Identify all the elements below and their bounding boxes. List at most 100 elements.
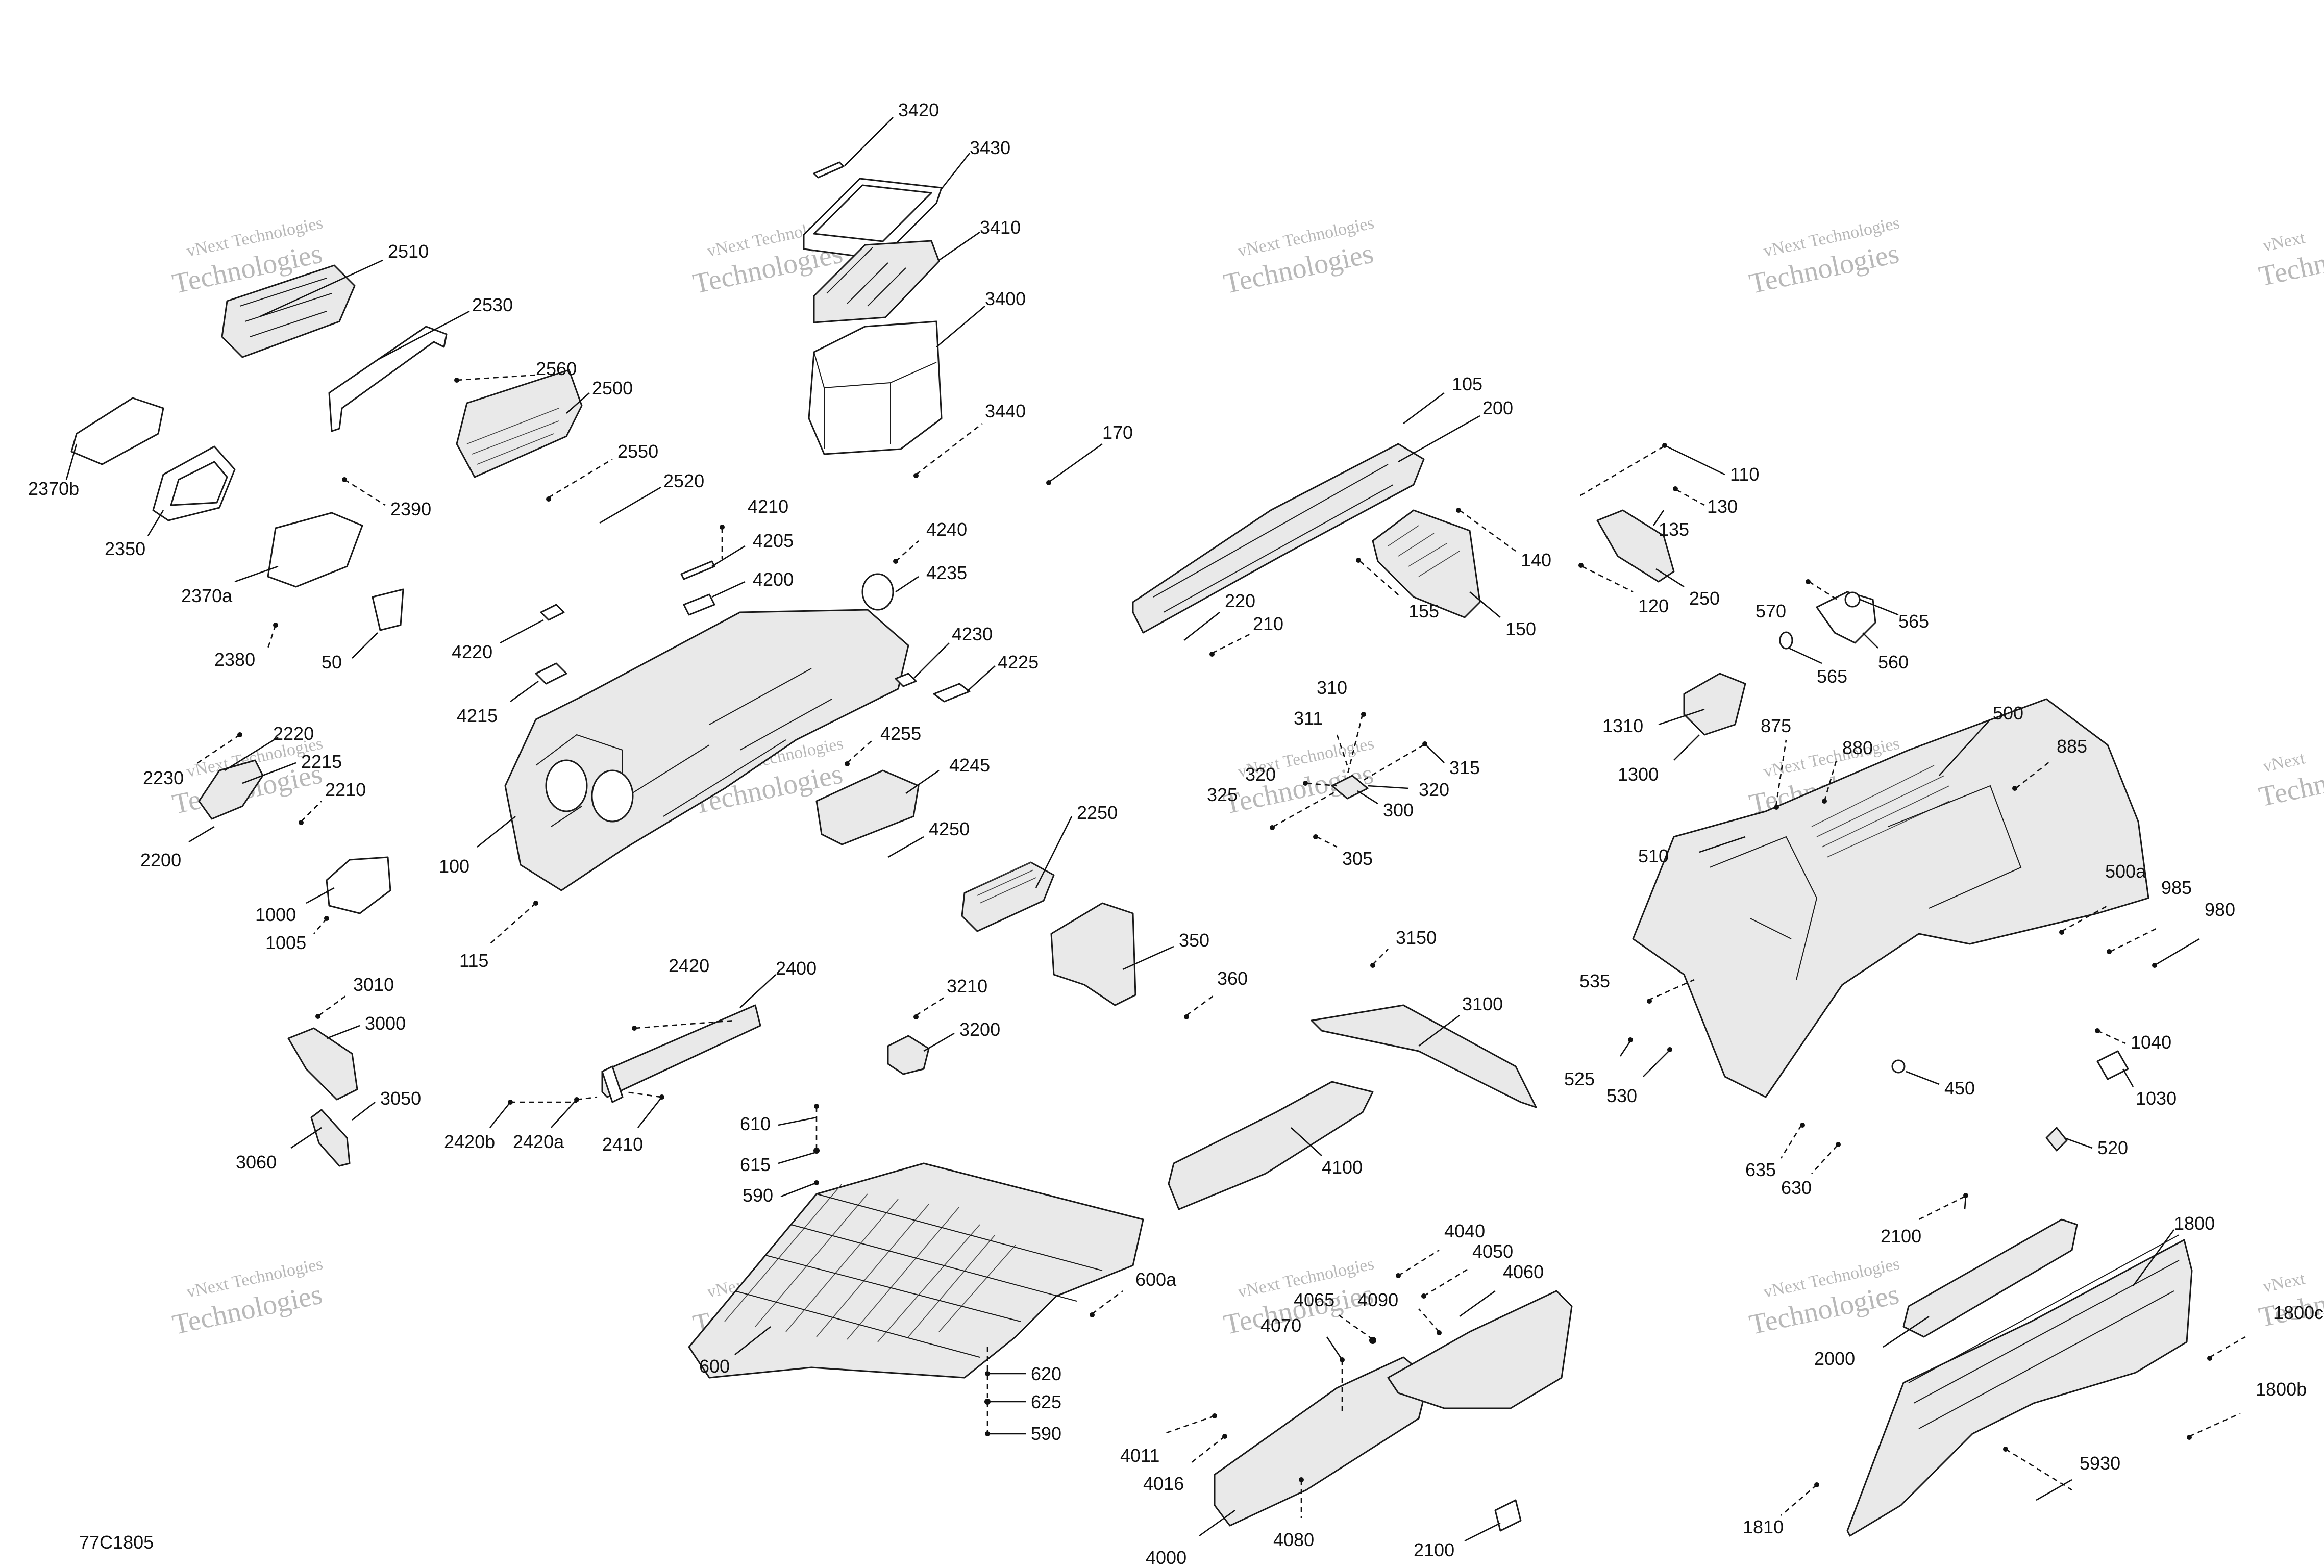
callout-135[interactable]: 135 [1659,519,1689,540]
part-3400-box[interactable] [808,320,943,455]
callout-305[interactable]: 305 [1342,848,1373,869]
part-4225-clip[interactable] [933,683,971,703]
callout-500a[interactable]: 500a [2105,861,2146,882]
callout-620[interactable]: 620 [1031,1363,1061,1384]
callout-4235[interactable]: 4235 [926,562,967,583]
callout-3430[interactable]: 3430 [970,137,1010,158]
callout-130[interactable]: 130 [1707,496,1738,517]
part-4235-vent[interactable] [861,573,894,611]
callout-2000[interactable]: 2000 [1814,1348,1855,1369]
part-2000-rail[interactable] [1902,1218,2078,1338]
callout-2100b[interactable]: 2100 [1881,1226,1921,1247]
part-520-clip[interactable] [2045,1127,2068,1152]
callout-220[interactable]: 220 [1225,590,1255,611]
callout-5930[interactable]: 5930 [2080,1453,2120,1474]
part-2370b-cover[interactable] [70,397,164,465]
callout-600[interactable]: 600 [699,1356,730,1377]
callout-2220[interactable]: 2220 [273,723,314,744]
callout-630[interactable]: 630 [1781,1177,1812,1198]
part-2400-beam[interactable] [601,1004,761,1098]
part-4000-channel[interactable] [1214,1356,1430,1527]
callout-565a[interactable]: 565 [1898,611,1929,632]
part-1800-panel[interactable] [1846,1239,2193,1537]
callout-4210[interactable]: 4210 [748,496,788,517]
part-4215-clip[interactable] [535,662,567,685]
part-560-housing[interactable] [1816,591,1876,644]
callout-570[interactable]: 570 [1756,601,1786,621]
callout-2370b[interactable]: 2370b [28,478,79,499]
callout-4230[interactable]: 4230 [952,624,993,644]
callout-4060[interactable]: 4060 [1503,1261,1544,1282]
part-2370a-bin[interactable] [267,512,363,588]
callout-3420[interactable]: 3420 [898,99,939,120]
callout-4200[interactable]: 4200 [753,569,794,590]
part-3420-latch[interactable] [813,161,845,179]
callout-105[interactable]: 105 [1452,374,1482,394]
callout-4090[interactable]: 4090 [1357,1289,1398,1310]
callout-2230[interactable]: 2230 [143,767,184,788]
callout-525[interactable]: 525 [1564,1068,1595,1089]
callout-1800c[interactable]: 1800c [2273,1302,2323,1323]
part-2350-frame[interactable] [152,445,236,521]
callout-2100a[interactable]: 2100 [1414,1539,1454,1560]
callout-875[interactable]: 875 [1761,715,1791,736]
callout-150[interactable]: 150 [1505,618,1536,639]
part-4200-vent[interactable] [683,593,715,616]
callout-615[interactable]: 615 [740,1154,771,1175]
callout-4225[interactable]: 4225 [998,652,1039,673]
callout-3410[interactable]: 3410 [980,217,1021,238]
callout-610[interactable]: 610 [740,1113,771,1134]
callout-2560[interactable]: 2560 [536,358,577,379]
callout-2250[interactable]: 2250 [1077,802,1118,823]
callout-2420b[interactable]: 2420b [444,1131,495,1152]
callout-140[interactable]: 140 [1521,550,1551,570]
part-4230-clip[interactable] [895,673,917,687]
part-250-bracket[interactable] [1596,509,1675,583]
part-50-cup[interactable] [372,588,404,631]
callout-120[interactable]: 120 [1638,595,1669,616]
callout-3150[interactable]: 3150 [1396,927,1437,948]
callout-4250[interactable]: 4250 [929,818,970,839]
callout-535[interactable]: 535 [1579,970,1610,991]
part-4245-panel[interactable] [815,769,920,845]
callout-155[interactable]: 155 [1408,601,1439,621]
callout-520[interactable]: 520 [2097,1137,2128,1158]
part-1300-duct[interactable] [1683,673,1746,736]
part-100-dashboard[interactable] [504,609,909,891]
callout-2530[interactable]: 2530 [472,294,513,315]
callout-170[interactable]: 170 [1102,422,1133,443]
callout-320b[interactable]: 320 [1419,779,1449,800]
callout-3050[interactable]: 3050 [380,1088,421,1109]
callout-1005[interactable]: 1005 [265,932,306,953]
callout-2210[interactable]: 2210 [325,779,366,800]
callout-2215[interactable]: 2215 [301,751,342,772]
part-3060-strap[interactable] [310,1109,351,1167]
part-3410-lid[interactable] [813,240,940,323]
callout-3440[interactable]: 3440 [985,401,1026,421]
callout-980[interactable]: 980 [2205,899,2235,920]
part-4060-channel[interactable] [1387,1290,1573,1409]
callout-4255[interactable]: 4255 [880,723,921,744]
callout-3060[interactable]: 3060 [236,1152,277,1173]
callout-1800b[interactable]: 1800b [2256,1379,2307,1400]
callout-500[interactable]: 500 [1993,703,2023,724]
callout-4240[interactable]: 4240 [926,519,967,540]
callout-2500[interactable]: 2500 [592,378,633,399]
part-1000-housing[interactable] [326,856,391,914]
part-3100-tunnel[interactable] [1311,1004,1537,1108]
callout-3100[interactable]: 3100 [1462,993,1503,1014]
callout-1310[interactable]: 1310 [1602,715,1643,736]
callout-325[interactable]: 325 [1207,784,1238,805]
part-500-body[interactable] [1632,698,2149,1098]
part-2410-bracket[interactable] [601,1065,624,1103]
callout-590b[interactable]: 590 [1031,1423,1061,1444]
callout-100[interactable]: 100 [439,856,469,877]
callout-3400[interactable]: 3400 [985,288,1026,309]
callout-1800[interactable]: 1800 [2174,1213,2215,1234]
part-3200-sensor[interactable] [887,1035,930,1075]
part-1030-bracket[interactable] [2096,1050,2129,1080]
callout-1810[interactable]: 1810 [1743,1516,1784,1537]
callout-4245[interactable]: 4245 [949,755,990,776]
callout-310[interactable]: 310 [1317,677,1347,698]
callout-50[interactable]: 50 [322,652,342,673]
